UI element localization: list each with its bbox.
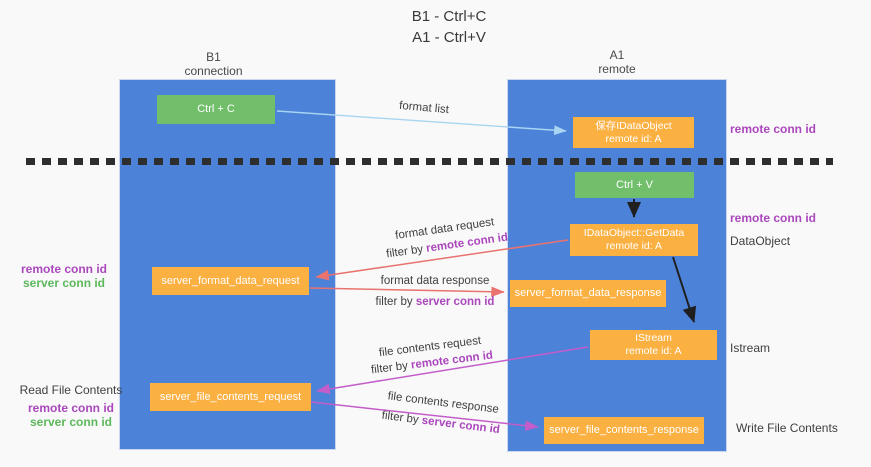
node-server-format-data-response: server_format_data_response bbox=[510, 280, 666, 307]
edge-label-format-data-request: format data request filter by remote con… bbox=[383, 213, 509, 264]
filter-by-prefix: filter by bbox=[375, 296, 416, 308]
left-label-server-conn-id-top: server conn id bbox=[22, 276, 106, 290]
left-label-server-conn-id-bottom: server conn id bbox=[29, 415, 113, 429]
getdata-line2: remote id: A bbox=[605, 240, 663, 252]
edge-label-format-data-response: format data response filter by server co… bbox=[376, 271, 495, 313]
lane-a1-title: A1 bbox=[609, 48, 625, 62]
node-server-format-data-request: server_format_data_request bbox=[152, 267, 309, 295]
filter-by-prefix: filter by bbox=[381, 409, 423, 427]
left-label-read-file-contents: Read File Contents bbox=[19, 383, 123, 397]
left-label-remote-conn-id-bottom: remote conn id bbox=[27, 401, 114, 415]
node-server-file-contents-request: server_file_contents_request bbox=[150, 383, 311, 411]
istream-line1: IStream bbox=[635, 332, 672, 344]
title-line-2: A1 - Ctrl+V bbox=[412, 29, 486, 46]
saved-idataobject-line1: 保存IDataObject bbox=[595, 119, 672, 132]
left-label-remote-conn-id-top: remote conn id bbox=[20, 262, 107, 276]
filter-by-prefix: filter by bbox=[370, 359, 412, 377]
node-idataobject-getdata: IDataObject::GetData remote id: A bbox=[570, 224, 698, 256]
title-line-1: B1 - Ctrl+C bbox=[411, 8, 487, 25]
lane-header-b1: B1 connection bbox=[105, 50, 322, 78]
format-response-label: server_format_data_response bbox=[514, 287, 662, 299]
node-server-file-contents-response: server_file_contents_response bbox=[544, 417, 704, 444]
file-response-label: server_file_contents_response bbox=[549, 424, 699, 436]
istream-line2: remote id: A bbox=[625, 345, 682, 357]
lane-a1-subtitle: remote bbox=[598, 62, 636, 76]
right-label-write-file-contents: Write File Contents bbox=[736, 421, 838, 435]
lane-b1-title: B1 bbox=[206, 50, 221, 64]
node-ctrl-v: Ctrl + V bbox=[575, 172, 694, 198]
right-label-istream: Istream bbox=[730, 341, 771, 355]
right-label-remote-conn-id-mid: remote conn id bbox=[730, 211, 817, 225]
left-conn-id-group-top: remote conn id server conn id bbox=[10, 262, 118, 290]
left-read-file-group: Read File Contents remote conn id server… bbox=[16, 383, 126, 429]
machine-boundary-dashed-line bbox=[26, 158, 833, 165]
node-saved-idataobject: 保存IDataObject remote id: A bbox=[573, 117, 694, 148]
format-request-label: server_format_data_request bbox=[161, 274, 300, 287]
edge-label-file-contents-request: file contents request filter by remote c… bbox=[368, 332, 494, 379]
file-request-label: server_file_contents_request bbox=[159, 390, 302, 403]
node-ctrl-c: Ctrl + C bbox=[157, 95, 275, 124]
server-conn-id-keyword: server conn id bbox=[415, 296, 495, 308]
ctrl-c-label: Ctrl + C bbox=[197, 103, 235, 115]
lane-header-a1: A1 remote bbox=[507, 48, 727, 76]
format-response-line1: format data response bbox=[380, 275, 490, 287]
edge-label-file-contents-response: file contents response filter by server … bbox=[381, 386, 504, 440]
format-list-text: format list bbox=[398, 99, 450, 117]
right-label-remote-conn-id-top: remote conn id bbox=[730, 122, 817, 136]
node-istream: IStream remote id: A bbox=[590, 330, 717, 360]
edge-label-format-list: format list bbox=[399, 100, 450, 116]
server-conn-id-keyword: server conn id bbox=[421, 414, 501, 437]
getdata-line1: IDataObject::GetData bbox=[583, 227, 685, 239]
format-response-filter: filter by server conn id bbox=[376, 292, 495, 313]
diagram-title: B1 - Ctrl+C A1 - Ctrl+V bbox=[339, 6, 559, 48]
lane-b1-subtitle: connection bbox=[184, 64, 243, 78]
ctrl-v-label: Ctrl + V bbox=[616, 178, 653, 191]
filter-by-prefix: filter by bbox=[385, 242, 428, 261]
saved-idataobject-line2: remote id: A bbox=[605, 132, 662, 145]
right-label-dataobject: DataObject bbox=[730, 234, 791, 248]
